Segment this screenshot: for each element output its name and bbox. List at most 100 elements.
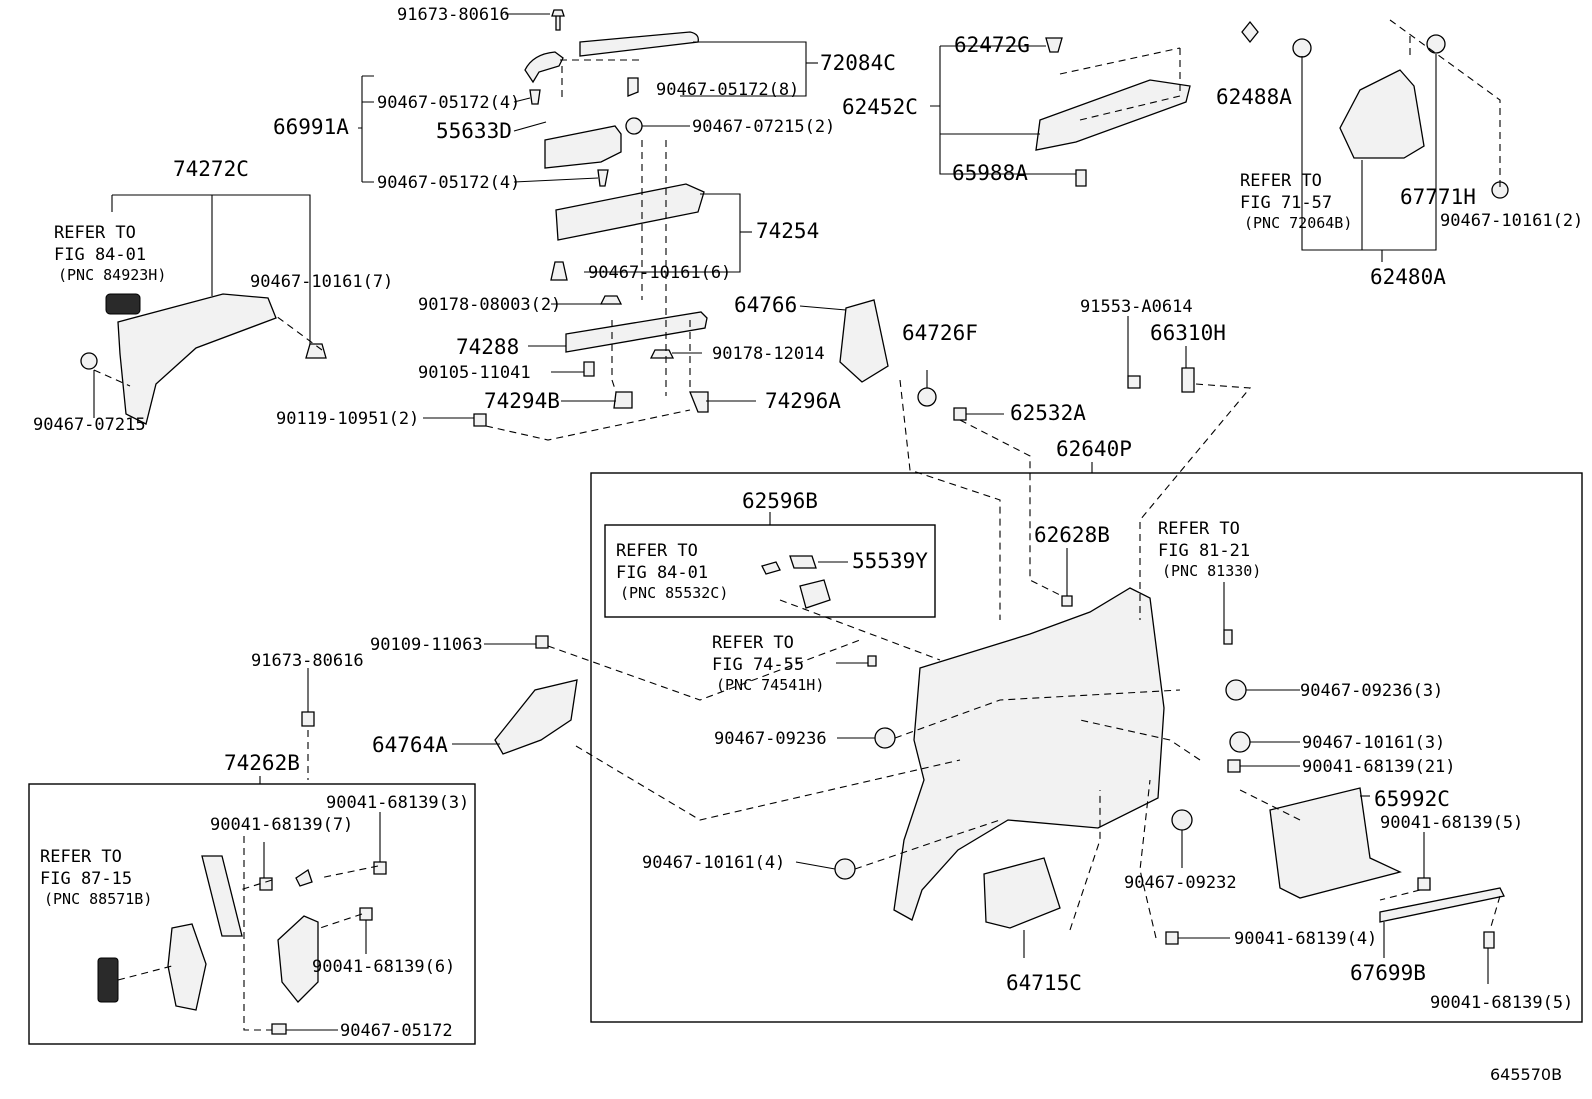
label-55539Y: 55539Y: [852, 549, 928, 573]
label-62488A: 62488A: [1216, 85, 1292, 109]
panel-65992C-part: [1269, 787, 1402, 899]
clip-62472G-icon: [1045, 37, 1063, 53]
svg-text:REFER TO: REFER TO: [1158, 519, 1240, 539]
label-91673-80616-low: 91673-80616: [251, 651, 364, 671]
bracket-74262B-part: [201, 855, 243, 937]
part-labels: 91673-80616 90467-05172(4) 66991A 55633D…: [33, 5, 1583, 1041]
ref-fig-87-15: REFER TO FIG 87-15 (PNC 88571B): [40, 847, 152, 908]
ref-fig-84-01-a: REFER TO FIG 84-01 (PNC 84923H): [54, 223, 166, 284]
cap-64726F-icon: [917, 387, 937, 407]
ref-fig-84-01-b: REFER TO FIG 84-01 (PNC 85532C): [616, 541, 728, 602]
clip-90467-09236-3-icon: [1225, 679, 1247, 701]
clip-85532C-icon: [761, 561, 781, 575]
clip-90467-07215-icon: [80, 352, 98, 370]
svg-text:REFER TO: REFER TO: [1240, 171, 1322, 191]
garnish-66991A-part: [524, 51, 564, 84]
clip-62480A-icon: [1292, 38, 1312, 58]
label-62640P: 62640P: [1056, 437, 1132, 461]
label-90041-68139-21: 90041-68139(21): [1302, 757, 1456, 777]
clip-91673-80616-top-icon: [551, 9, 565, 31]
label-90119-10951-2: 90119-10951(2): [276, 409, 419, 429]
clip-91673-80616-low-icon: [301, 711, 315, 727]
clip-74541H-icon: [867, 655, 877, 667]
label-90041-68139-5b: 90041-68139(5): [1430, 993, 1573, 1013]
ref-fig-81-21: REFER TO FIG 81-21 (PNC 81330): [1158, 519, 1261, 580]
vent-88571B-part: [97, 957, 119, 1003]
label-90041-68139-3: 90041-68139(3): [326, 793, 469, 813]
label-90467-09236: 90467-09236: [714, 729, 827, 749]
label-90041-68139-7: 90041-68139(7): [210, 815, 353, 835]
screw-90041-68139-5a-icon: [1417, 877, 1431, 891]
bracket-55633D-part: [544, 125, 622, 169]
label-90467-07215: 90467-07215: [33, 415, 146, 435]
bolt-90109-11063-icon: [535, 635, 549, 649]
clip-90467-05172-4b-icon: [597, 169, 609, 187]
svg-text:FIG 84-01: FIG 84-01: [616, 563, 708, 583]
nut-90178-08003-icon: [599, 295, 623, 305]
label-62480A: 62480A: [1370, 265, 1446, 289]
bolt-90105-11041-icon: [583, 361, 595, 377]
label-90467-05172-8: 90467-05172(8): [656, 80, 799, 100]
label-64715C: 64715C: [1006, 971, 1082, 995]
label-66991A: 66991A: [273, 115, 349, 139]
label-90041-68139-5a: 90041-68139(5): [1380, 813, 1523, 833]
svg-text:(PNC 72064B): (PNC 72064B): [1244, 214, 1352, 232]
label-74272C: 74272C: [173, 157, 249, 181]
svg-text:FIG 87-15: FIG 87-15: [40, 869, 132, 889]
label-90467-09232: 90467-09232: [1124, 873, 1237, 893]
svg-text:REFER TO: REFER TO: [40, 847, 122, 867]
label-90178-08003-2: 90178-08003(2): [418, 295, 561, 315]
svg-text:(PNC 74541H): (PNC 74541H): [716, 676, 824, 694]
ref-fig-71-57: REFER TO FIG 71-57 (PNC 72064B): [1240, 171, 1352, 232]
label-90467-10161-2: 90467-10161(2): [1440, 211, 1583, 231]
svg-text:FIG 71-57: FIG 71-57: [1240, 193, 1332, 213]
rail-74254-part: [555, 183, 705, 241]
screw-90041-68139-3-icon: [373, 861, 387, 875]
label-74294B: 74294B: [484, 389, 560, 413]
label-67771H: 67771H: [1400, 185, 1476, 209]
svg-text:(PNC 81330): (PNC 81330): [1162, 562, 1261, 580]
label-62472G: 62472G: [954, 33, 1030, 57]
bracket-74296A-part: [689, 391, 709, 413]
cover-64766-part: [839, 299, 889, 383]
clip-81330-icon: [1223, 629, 1233, 645]
screw-90041-68139-5b-icon: [1483, 931, 1495, 949]
trim-74272C-part: [117, 293, 277, 425]
screw-62532A-icon: [953, 407, 967, 421]
trim-62480A-part: [1339, 69, 1425, 159]
clip-90467-10161-3-icon: [1229, 731, 1251, 753]
label-74288: 74288: [456, 335, 519, 359]
label-90105-11041: 90105-11041: [418, 363, 531, 383]
trim-74262B-part: [277, 915, 319, 1003]
grille-64715C-part: [983, 857, 1061, 929]
label-90467-05172-4b: 90467-05172(4): [377, 173, 520, 193]
label-90467-09236-3: 90467-09236(3): [1300, 681, 1443, 701]
label-91673-80616-top: 91673-80616: [397, 5, 510, 25]
label-72084C: 72084C: [820, 51, 896, 75]
svg-text:FIG 74-55: FIG 74-55: [712, 655, 804, 675]
garnish-72084C-part: [579, 31, 699, 57]
clip-62628B-icon: [1061, 595, 1073, 607]
clip-90467-05172-8-icon: [627, 77, 639, 97]
svg-text:REFER TO: REFER TO: [616, 541, 698, 561]
label-90467-05172: 90467-05172: [340, 1021, 453, 1041]
screw-90041-68139-21-icon: [1227, 759, 1241, 773]
label-62452C: 62452C: [842, 95, 918, 119]
svg-text:(PNC 84923H): (PNC 84923H): [58, 266, 166, 284]
label-67699B: 67699B: [1350, 961, 1426, 985]
label-62596B: 62596B: [742, 489, 818, 513]
screw-90041-68139-7-icon: [259, 877, 273, 891]
screw-90041-68139-6-icon: [359, 907, 373, 921]
bolt-90119-10951-icon: [473, 413, 487, 427]
bolt-91553-A0614-icon: [1127, 375, 1141, 389]
screw-90041-68139-4-icon: [1165, 931, 1179, 945]
label-62532A: 62532A: [1010, 401, 1086, 425]
label-90467-10161-3: 90467-10161(3): [1302, 733, 1445, 753]
clip-90467-07215-2-icon: [625, 117, 643, 135]
label-90467-07215-2: 90467-07215(2): [692, 117, 835, 137]
quarter-trim-62640P-part: [893, 587, 1165, 921]
clip-90467-10161-7-icon: [305, 343, 327, 359]
clip-90467-10161-6-icon: [550, 261, 568, 281]
leader-lines: [93, 13, 1489, 1031]
